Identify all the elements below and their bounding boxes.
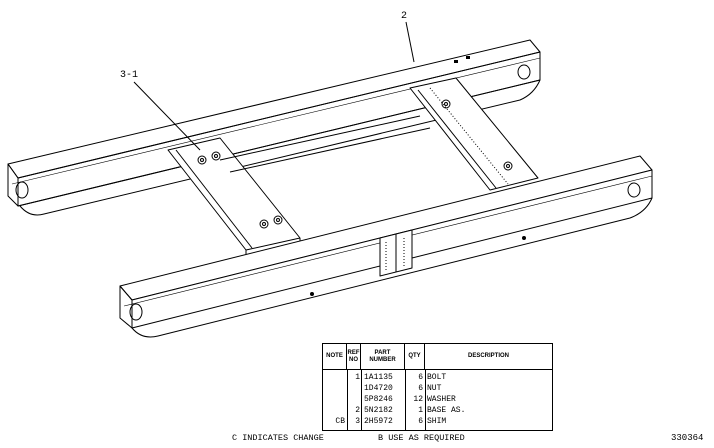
table-cell-note: CB	[335, 417, 345, 426]
table-cell-desc: NUT	[427, 384, 442, 393]
rear-rail	[7, 39, 541, 216]
table-cell-desc: BASE AS.	[427, 406, 466, 415]
leader-3-1	[133, 81, 201, 151]
leader-2	[405, 21, 415, 63]
table-cell-ref	[348, 395, 360, 404]
table-cell-note	[325, 384, 345, 393]
table-cell-part: 1A1135	[364, 373, 393, 382]
table-cell-desc: WASHER	[427, 395, 456, 404]
header-note: NOTE	[323, 344, 347, 369]
header-ref: REF NO	[347, 344, 361, 369]
table-cell-qty: 6	[418, 417, 423, 426]
table-cell-ref	[348, 384, 360, 393]
table-cell-part: 5N2182	[364, 406, 393, 415]
table-cell-part: 2H5972	[364, 417, 393, 426]
table-cell-part: 1D4720	[364, 384, 393, 393]
table-cell-ref: 2	[355, 406, 360, 415]
header-part-number: PART NUMBER	[361, 344, 405, 369]
table-cell-qty: 6	[418, 373, 423, 382]
footer-as-required-note: B USE AS REQUIRED	[378, 433, 465, 443]
callout-frame: 2	[401, 11, 408, 22]
header-qty: QTY	[405, 344, 425, 369]
header-description: DESCRIPTION	[467, 353, 509, 359]
table-cell-qty: 6	[418, 384, 423, 393]
table-cell-desc: SHIM	[427, 417, 447, 426]
parts-table: NOTE REF NO PART NUMBER QTY DESCRIPTION …	[322, 343, 553, 431]
table-cell-note	[325, 406, 345, 415]
table-cell-qty: 12	[413, 395, 423, 404]
table-cell-desc: BOLT	[427, 373, 447, 382]
callout-bolt-group: 3-1	[120, 70, 139, 81]
table-cell-ref: 3	[355, 417, 360, 426]
table-cell-note	[325, 373, 345, 382]
table-cell-part: 5P8246	[364, 395, 393, 404]
table-cell-ref: 1	[355, 373, 360, 382]
table-cell-qty: 1	[418, 406, 423, 415]
drawing-number: 330364	[671, 433, 704, 443]
table-cell-note	[325, 395, 345, 404]
front-rail	[119, 155, 653, 338]
bolts	[197, 99, 513, 229]
footer-change-note: C INDICATES CHANGE	[232, 433, 324, 443]
